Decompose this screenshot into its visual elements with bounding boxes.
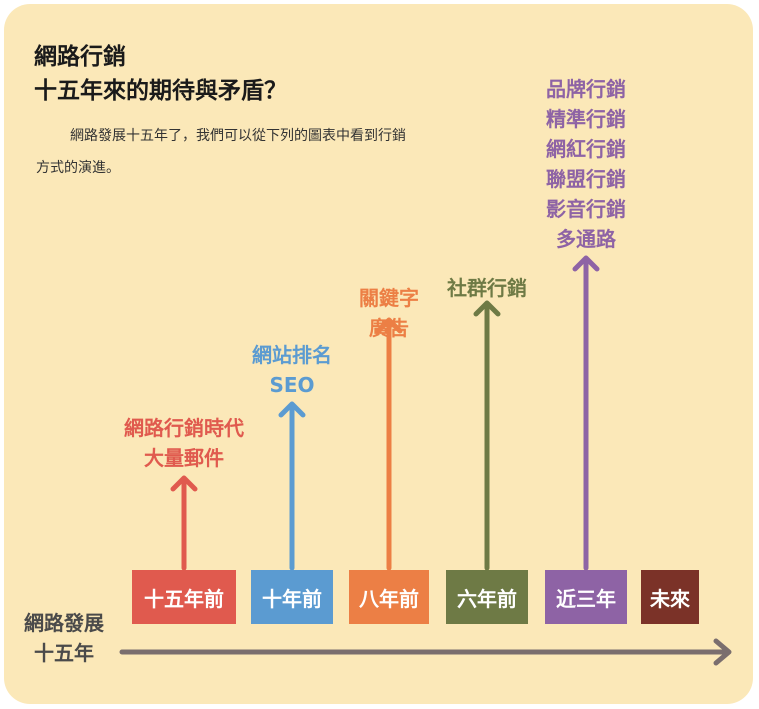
stage-label-line: 多通路: [556, 227, 616, 251]
stage-label-line: 社群行銷: [447, 276, 527, 300]
timeline-label-line-2: 十五年: [34, 641, 94, 665]
stage-label-line: SEO: [269, 373, 315, 397]
timeline-arrow-head: [713, 638, 732, 666]
period-box: 未來: [641, 570, 699, 624]
stage-label-line: 關鍵字: [359, 286, 419, 310]
stage-label: 品牌行銷精準行銷網紅行銷聯盟行銷影音行銷多通路: [506, 74, 666, 254]
page-title: 網路行銷 十五年來的期待與矛盾？: [34, 40, 287, 108]
timeline-label-line-1: 網路發展: [24, 611, 104, 635]
stage-label-line: 影音行銷: [546, 197, 626, 221]
period-box: 十五年前: [132, 570, 236, 624]
arrow-head: [278, 401, 306, 418]
stage-label-line: 廣告: [369, 316, 409, 340]
timeline-axis: [119, 638, 732, 666]
stage-label-line: 品牌行銷: [546, 77, 626, 101]
stage-label: 網站排名 SEO: [212, 340, 372, 400]
stage-label: 網路行銷時代大量郵件: [104, 413, 264, 473]
intro-text: 網路發展十五年了，我們可以從下列的圖表中看到行銷方式的演進。: [36, 128, 406, 176]
stage-label-line: 聯盟行銷: [546, 167, 626, 191]
arrow-head: [572, 255, 600, 272]
arrow-head: [170, 475, 198, 492]
stage-label-line: 網站排名: [252, 343, 332, 367]
title-line-1: 網路行銷: [34, 44, 126, 70]
period-box: 八年前: [349, 570, 429, 624]
stage-label: 關鍵字廣告: [309, 283, 469, 343]
stage-label-line: 精準行銷: [546, 107, 626, 131]
stage-label-line: 網路行銷時代: [124, 416, 244, 440]
arrow-head: [473, 300, 501, 317]
stage-label-line: 網紅行銷: [546, 137, 626, 161]
period-box: 十年前: [251, 570, 333, 624]
period-box: 六年前: [446, 570, 528, 624]
stage-label-line: 大量郵件: [144, 446, 224, 470]
timeline-label: 網路發展 十五年: [24, 608, 104, 668]
arrow-group: [170, 255, 600, 571]
title-line-2: 十五年來的期待與矛盾？: [34, 78, 287, 104]
arrow-head: [375, 317, 403, 334]
period-box: 近三年: [545, 570, 627, 624]
stage-label: 社群行銷: [407, 273, 567, 303]
